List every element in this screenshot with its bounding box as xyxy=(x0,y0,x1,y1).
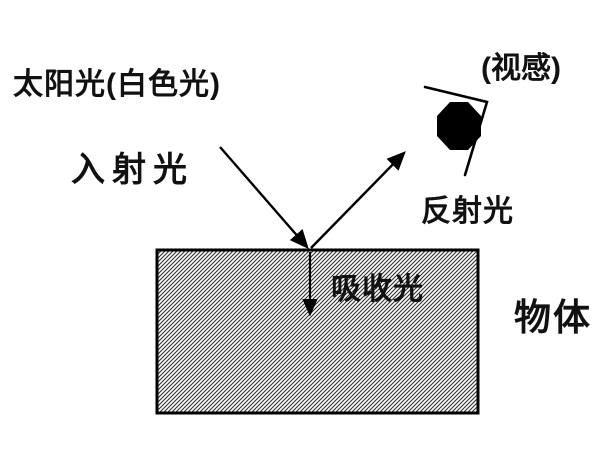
visual-perception-label: (视感) xyxy=(481,52,561,85)
incident-light-label: 入射光 xyxy=(71,151,194,189)
incident-ray-arrow xyxy=(219,146,309,250)
object-rect xyxy=(155,248,480,415)
eye-pupil-icon xyxy=(437,102,481,150)
eye-outline-lines xyxy=(423,85,489,177)
sunlight-label: 太阳光(白色光) xyxy=(13,68,221,101)
reflected-ray-arrow xyxy=(310,151,406,249)
absorbed-light-label: 吸收光 xyxy=(331,273,424,306)
object-label: 物体 xyxy=(514,297,592,338)
reflected-light-label: 反射光 xyxy=(421,195,514,228)
